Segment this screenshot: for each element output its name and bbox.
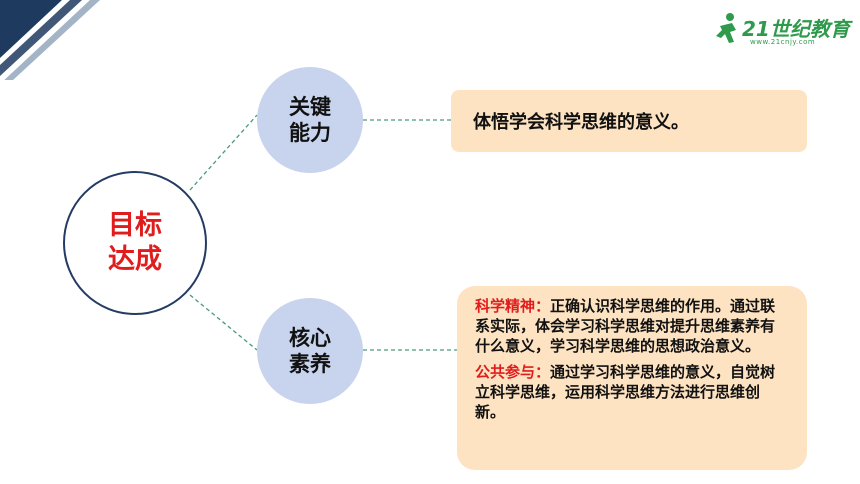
key-ability-box: 体悟学会科学思维的意义。 [451,90,807,152]
science-spirit-text: 正确认识科学思维的作用。通过联系实际，体会学习科学思维对提升思维素养有什么意义，… [475,297,776,356]
public-participation-text: 通过学习科学思维的意义，自觉树立科学思维，运用科学思维方法进行思维创新。 [475,363,776,422]
public-participation-paragraph: 公共参与：通过学习科学思维的意义，自觉树立科学思维，运用科学思维方法进行思维创新… [475,362,789,422]
key-ability-text: 体悟学会科学思维的意义。 [473,112,689,133]
core-literacy-line1: 核心 [289,325,331,350]
key-ability-line1: 关键 [289,94,331,119]
key-ability-circle: 关键 能力 [257,67,363,173]
science-spirit-label: 科学精神： [475,297,551,315]
key-ability-line2: 能力 [289,121,331,145]
core-literacy-circle: 核心 素养 [257,298,363,404]
logo: 21世纪教育 www.21cnjy.com [712,12,852,52]
logo-text: 21世纪教育 [742,17,850,41]
public-participation-label: 公共参与： [475,363,551,382]
goal-line1: 目标 [108,210,162,242]
runner-icon [716,13,736,43]
goal-circle: 目标 达成 [63,171,207,315]
core-literacy-line2: 素养 [289,352,331,376]
logo-url: www.21cnjy.com [750,38,816,46]
science-spirit-paragraph: 科学精神：正确认识科学思维的作用。通过联系实际，体会学习科学思维对提升思维素养有… [475,296,789,356]
core-literacy-box: 科学精神：正确认识科学思维的作用。通过联系实际，体会学习科学思维对提升思维素养有… [457,286,807,470]
corner-decoration [0,0,100,80]
goal-line2: 达成 [108,244,162,275]
